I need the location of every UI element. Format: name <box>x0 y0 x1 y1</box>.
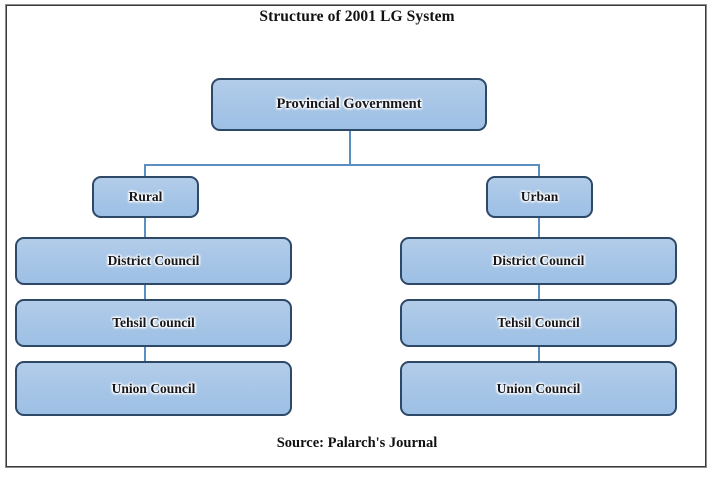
node-rural-union-council[interactable]: Union Council <box>15 361 292 416</box>
node-label: Tehsil Council <box>497 315 580 330</box>
node-label: Tehsil Council <box>112 315 195 330</box>
node-rural-tehsil-council[interactable]: Tehsil Council <box>15 299 292 347</box>
connector-root-stem <box>349 131 351 165</box>
connector-urban-tehsil-to-union <box>538 345 540 363</box>
node-label: Urban <box>520 189 559 204</box>
node-provincial-government[interactable]: Provincial Government <box>211 78 487 131</box>
node-urban-union-council[interactable]: Union Council <box>400 361 677 416</box>
connector-drop-rural <box>144 164 146 177</box>
connector-rural-district-to-tehsil <box>144 283 146 301</box>
node-urban[interactable]: Urban <box>486 176 593 218</box>
figure-title: Structure of 2001 LG System <box>259 8 455 25</box>
node-label: District Council <box>107 253 200 268</box>
connector-urban-to-district <box>538 213 540 241</box>
node-label: Union Council <box>111 380 196 396</box>
connector-branch-bar <box>144 164 540 166</box>
connector-drop-urban <box>538 164 540 177</box>
node-rural[interactable]: Rural <box>92 176 199 218</box>
node-urban-district-council[interactable]: District Council <box>400 237 677 285</box>
connector-rural-tehsil-to-union <box>144 345 146 363</box>
connector-urban-district-to-tehsil <box>538 283 540 301</box>
figure-source-caption: Source: Palarch's Journal <box>276 435 438 451</box>
node-label: Provincial Government <box>276 96 422 112</box>
node-label: District Council <box>492 253 585 268</box>
node-label: Union Council <box>496 380 581 396</box>
connector-rural-to-district <box>144 213 146 241</box>
node-label: Rural <box>128 189 163 204</box>
node-rural-district-council[interactable]: District Council <box>15 237 292 285</box>
node-urban-tehsil-council[interactable]: Tehsil Council <box>400 299 677 347</box>
